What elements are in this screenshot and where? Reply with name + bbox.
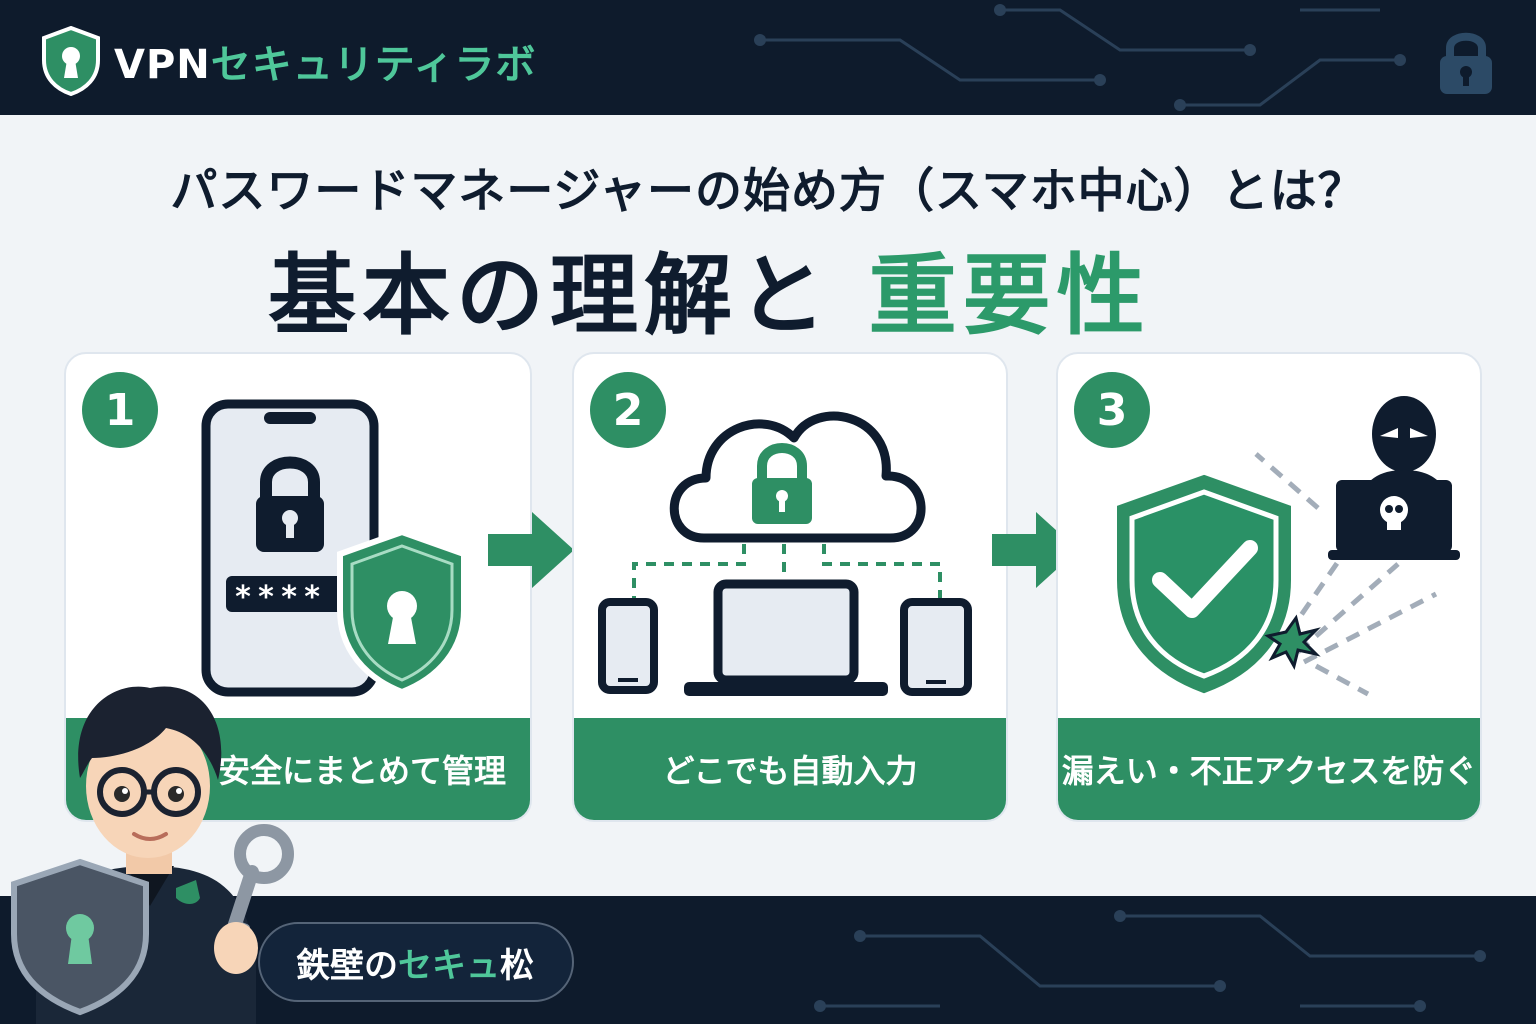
shield-check-hacker-icon <box>1117 396 1460 697</box>
page-subtitle: パスワードマネージャーの始め方（スマホ中心）とは？ <box>170 164 1366 219</box>
card-label-2: どこでも自動入力 <box>574 718 1006 820</box>
circuit-pattern <box>814 910 1486 1012</box>
brand-logo[interactable]: VPNセキュリティラボ <box>40 26 536 96</box>
mascot-character <box>11 686 294 1024</box>
circuit-pattern <box>754 4 1406 111</box>
header-bar: VPNセキュリティラボ <box>0 0 1536 115</box>
brand-name: VPNセキュリティラボ <box>114 42 537 88</box>
password-mask: **** <box>234 580 326 615</box>
step-number-2: 2 <box>590 372 666 448</box>
shield-keyhole-icon <box>42 26 100 96</box>
cloud-sync-devices-icon <box>598 411 972 696</box>
feature-card-2: 2 どこでも自動入力 <box>572 352 1008 822</box>
step-number-1: 1 <box>82 372 158 448</box>
mascot-name-badge: 鉄壁のセキュ松 <box>258 922 574 1002</box>
card-label-3: 漏えい・不正アクセスを防ぐ <box>1058 718 1480 820</box>
feature-card-3: 3 漏えい・不正アクセスを防ぐ <box>1056 352 1482 822</box>
step-number-3: 3 <box>1074 372 1150 448</box>
page-title: 基本の理解と 重要性 <box>268 244 1151 347</box>
phone-lock-shield-icon: **** <box>201 399 467 697</box>
arrow-right-icon <box>488 512 574 588</box>
padlock-icon <box>1440 32 1492 94</box>
